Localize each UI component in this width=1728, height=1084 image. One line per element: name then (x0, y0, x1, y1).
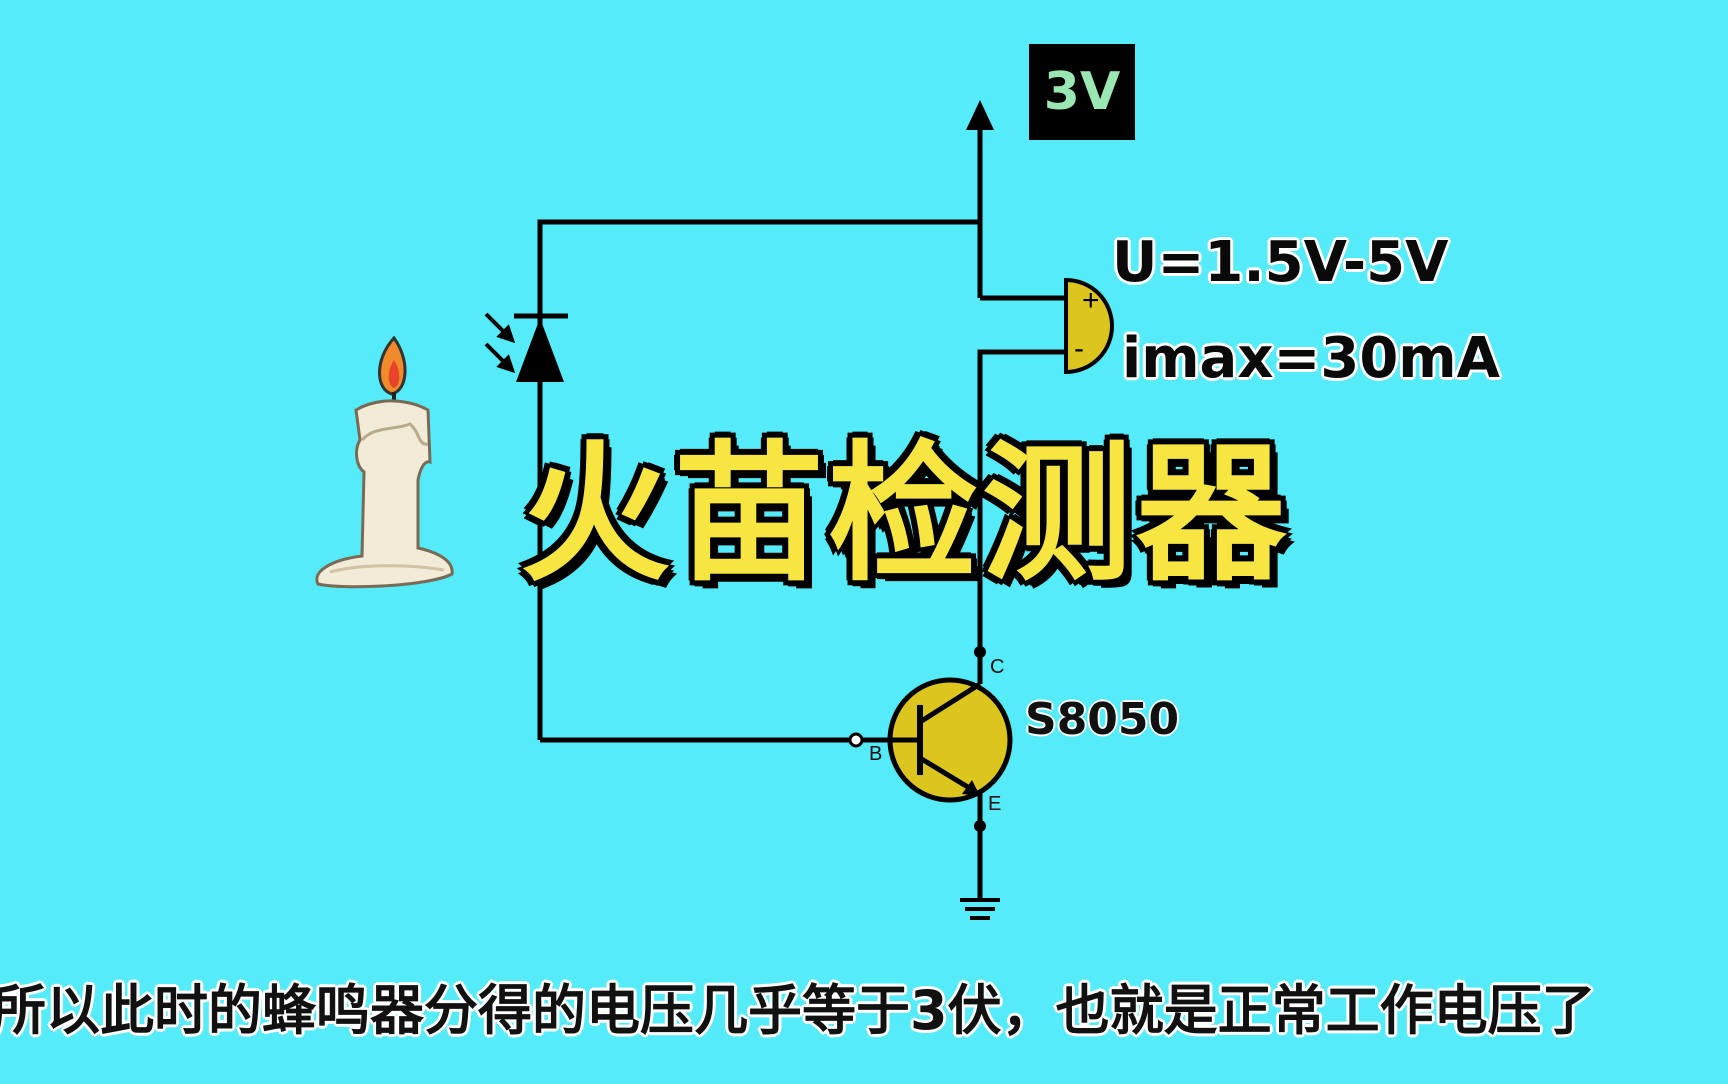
buzzer-minus: - (1074, 332, 1084, 365)
subtitle-caption: 所以此时的蜂鸣器分得的电压几乎等于3伏，也就是正常工作电压了 (0, 979, 1596, 1042)
supply-voltage-box: 3V (1029, 44, 1135, 140)
pin-c-label: C (990, 656, 1005, 678)
photodiode-icon (484, 312, 568, 384)
transistor-model-label: S8050 (1025, 694, 1180, 745)
ground-icon (960, 898, 1000, 920)
wires (537, 219, 1066, 900)
supply-arrow (966, 100, 994, 222)
candle-icon (315, 335, 454, 589)
pin-e-label: E (988, 793, 1002, 815)
buzzer-max-current: imax=30mA (1122, 326, 1500, 391)
supply-voltage-label: 3V (1043, 62, 1121, 122)
transistor-icon (848, 646, 1013, 832)
pin-b-label: B (869, 743, 883, 765)
buzzer-plus: + (1082, 284, 1100, 317)
buzzer-voltage-range: U=1.5V-5V (1112, 230, 1449, 295)
buzzer-icon: + - (1064, 277, 1114, 375)
video-title: 火苗检测器 (520, 428, 1291, 602)
